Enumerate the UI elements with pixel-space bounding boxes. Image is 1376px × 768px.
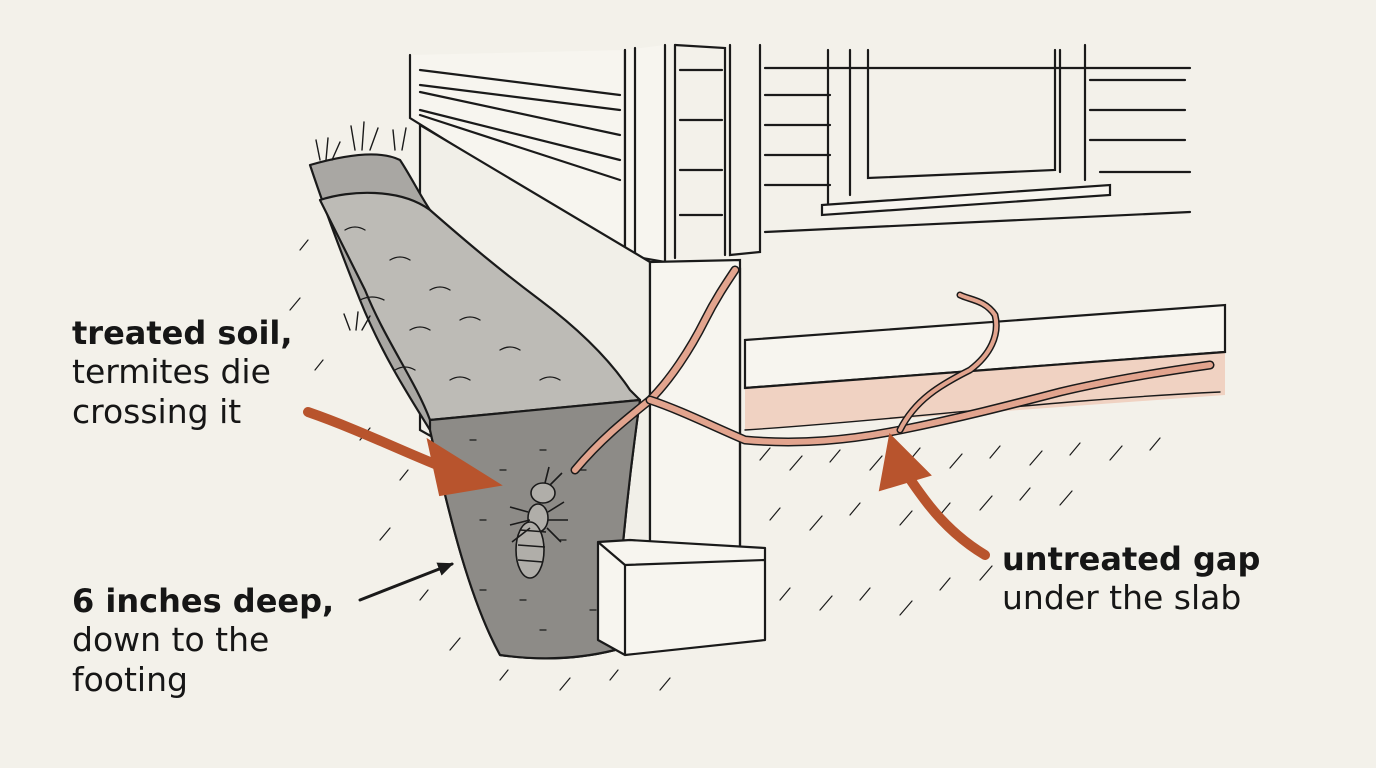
depth-label: 6 inches deep, down to the footing	[72, 582, 334, 700]
treated-soil-line-2: crossing it	[72, 391, 242, 431]
termite-tunnels	[570, 265, 1215, 475]
treated-soil-title: treated soil,	[72, 314, 293, 352]
foundation-footing	[596, 538, 767, 657]
depth-line-2: footing	[72, 659, 188, 699]
treated-soil-label: treated soil, termites die crossing it	[72, 314, 293, 432]
termite-icon	[509, 466, 568, 579]
treated-soil-line-1: termites die	[72, 352, 271, 392]
depth-arrow	[358, 562, 454, 602]
depth-title: 6 inches deep,	[72, 582, 335, 620]
untreated-gap-title: untreated gap	[1002, 540, 1261, 578]
depth-line-1: down to the	[72, 620, 270, 660]
untreated-gap-line-1: under the slab	[1002, 578, 1242, 618]
soil-hatching	[289, 239, 1161, 691]
grass-tufts	[315, 121, 407, 331]
house-siding	[408, 43, 1192, 264]
trench-texture	[344, 226, 597, 631]
untreated-gap-label: untreated gap under the slab	[1002, 540, 1260, 618]
callout-arrows	[303, 407, 990, 602]
